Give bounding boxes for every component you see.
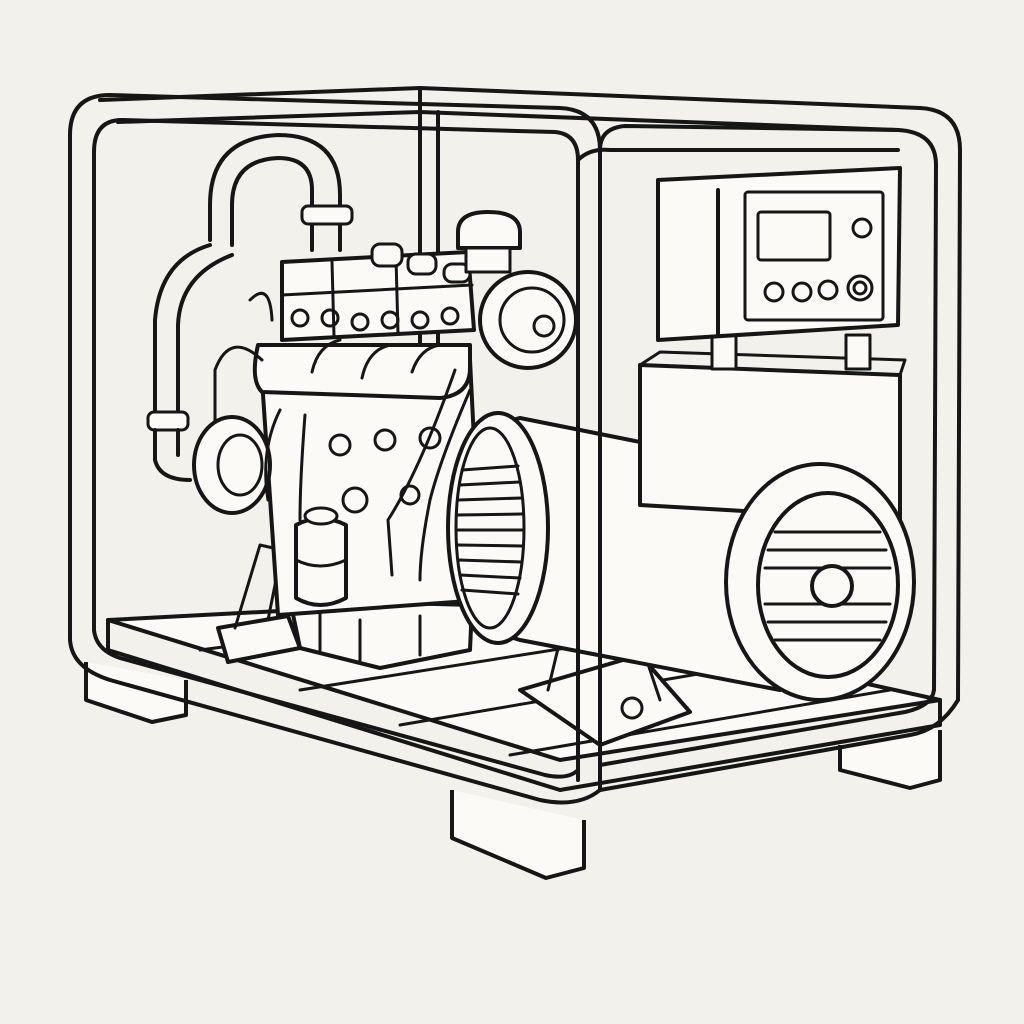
panel-knob [846, 274, 874, 302]
alternator-hub [810, 564, 854, 608]
engine-pulley [478, 270, 578, 370]
frame-front [68, 93, 960, 805]
starter-motor [192, 415, 272, 515]
engine [146, 133, 578, 670]
panel-indicator [851, 217, 873, 239]
cooling-fins [456, 464, 524, 596]
alternator [446, 350, 916, 747]
foot-front-left [84, 662, 188, 724]
air-filter-cap [456, 210, 522, 250]
panel-button-2 [791, 281, 813, 303]
panel-button-1 [763, 281, 785, 303]
foot-front-center [450, 790, 586, 880]
panel-display [756, 210, 832, 262]
exhaust-pipe [230, 156, 314, 252]
flywheel-housing [446, 411, 550, 645]
panel-button-3 [817, 279, 839, 301]
control-panel [656, 166, 902, 371]
